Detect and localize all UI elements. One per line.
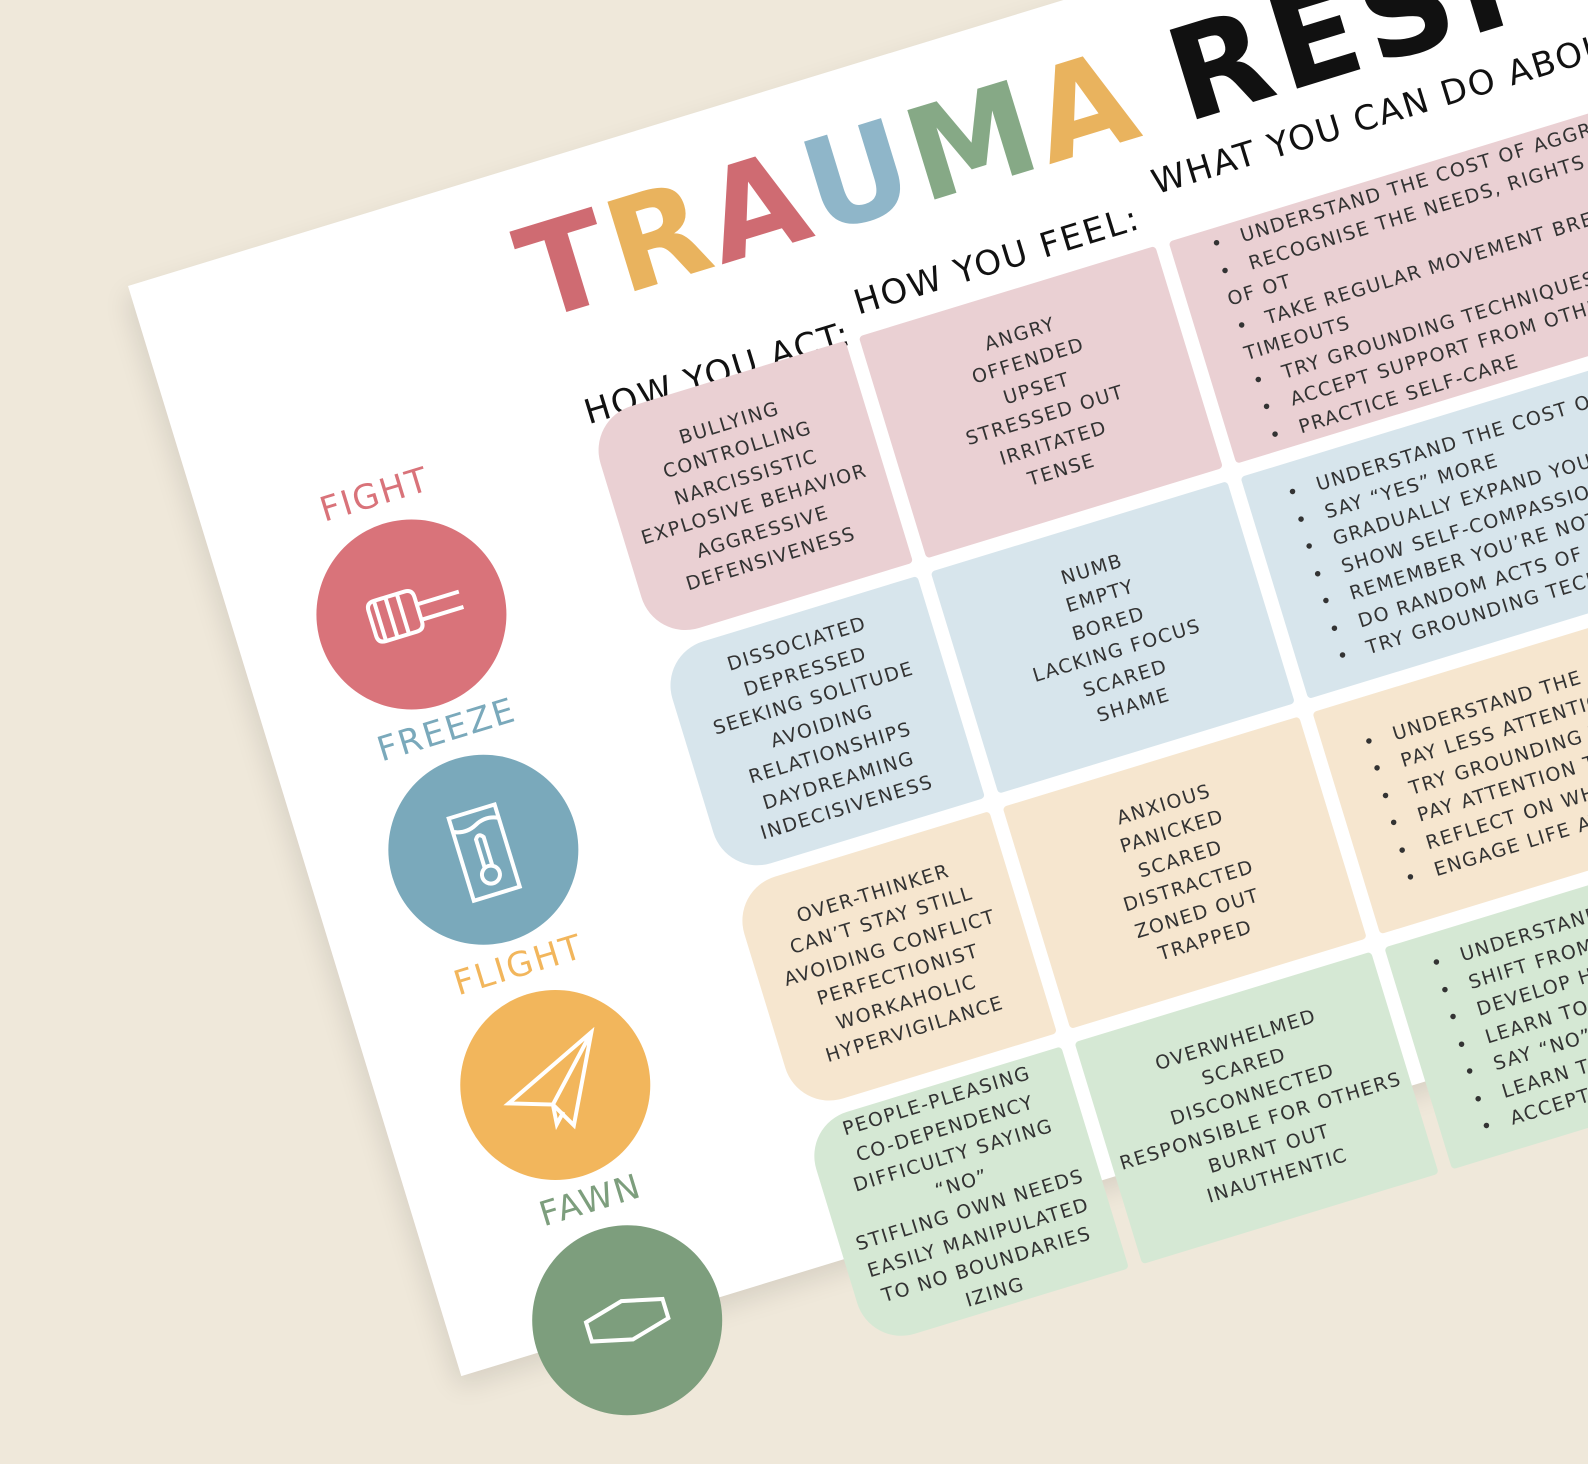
thermometer-icon (364, 731, 602, 969)
response-fight: FIGHT (259, 442, 549, 739)
response-flight: FLIGHT (403, 913, 693, 1210)
trauma-responses-poster: TRAUMARESPONSES HOW YOU ACT: HOW YOU FEE… (128, 0, 1588, 1439)
fist-icon (292, 495, 531, 734)
hands-icon (508, 1201, 746, 1439)
paper-plane-icon (436, 966, 674, 1204)
response-freeze: FREEZE (331, 677, 621, 974)
